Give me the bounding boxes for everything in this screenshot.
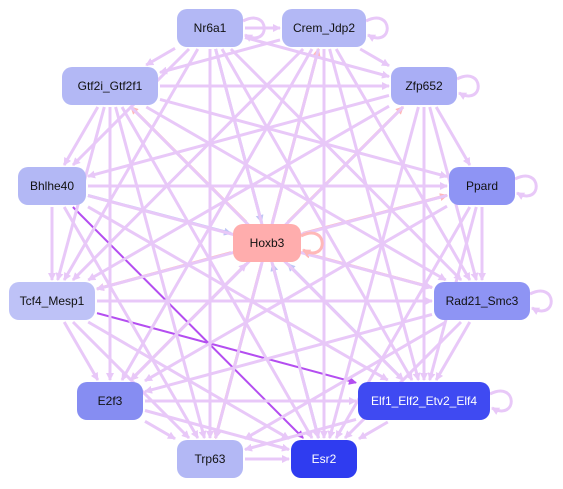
self-loop-nr6a1 bbox=[242, 16, 266, 42]
self-loop-zfp652 bbox=[456, 74, 480, 100]
node-box-hoxb3 bbox=[233, 224, 301, 262]
edge-crem-to-zfp652 bbox=[359, 47, 390, 67]
edge-elf-to-trp63 bbox=[244, 417, 357, 452]
node-ppard[interactable]: Ppard bbox=[449, 167, 515, 205]
edge-nr6a1-to-elf bbox=[220, 48, 414, 381]
node-tcf4[interactable]: Tcf4_Mesp1 bbox=[9, 282, 95, 320]
node-box-ppard bbox=[449, 167, 515, 205]
edge-nr6a1-to-gtf2i bbox=[145, 47, 176, 67]
edge-rad21-to-e2f3 bbox=[144, 312, 433, 394]
node-box-nr6a1 bbox=[177, 9, 243, 47]
self-loop-rad21 bbox=[529, 289, 553, 315]
node-nr6a1[interactable]: Nr6a1 bbox=[177, 9, 243, 47]
edge-ppard-to-e2f3 bbox=[144, 204, 448, 383]
edge-bhlhe40-to-elf bbox=[87, 205, 389, 382]
node-box-crem bbox=[282, 9, 366, 47]
node-label-bhlhe40: Bhlhe40 bbox=[30, 179, 74, 193]
node-label-ppard: Ppard bbox=[466, 179, 498, 193]
node-gtf2i[interactable]: Gtf2i_Gtf2f1 bbox=[62, 67, 158, 105]
node-label-trp63: Trp63 bbox=[195, 452, 226, 466]
node-box-gtf2i bbox=[62, 67, 158, 105]
self-loop-elf bbox=[489, 389, 513, 415]
node-e2f3[interactable]: E2f3 bbox=[77, 382, 143, 420]
node-label-e2f3: E2f3 bbox=[98, 394, 123, 408]
edge-e2f3-to-trp63 bbox=[144, 420, 176, 440]
node-elf[interactable]: Elf1_Elf2_Etv2_Elf4 bbox=[358, 382, 490, 420]
node-zfp652[interactable]: Zfp652 bbox=[391, 67, 457, 105]
self-loop-hoxb3 bbox=[300, 231, 324, 257]
edge-crem-to-gtf2i bbox=[159, 38, 281, 75]
edge-tcf4-to-elf bbox=[96, 312, 357, 385]
self-loops-layer bbox=[242, 16, 553, 415]
node-trp63[interactable]: Trp63 bbox=[177, 440, 243, 478]
node-label-rad21: Rad21_Smc3 bbox=[446, 294, 519, 308]
self-loop-crem bbox=[365, 16, 389, 42]
self-loop-ppard bbox=[514, 174, 538, 200]
node-box-bhlhe40 bbox=[18, 167, 86, 205]
edge-elf-to-esr2 bbox=[358, 420, 389, 440]
node-label-crem: Crem_Jdp2 bbox=[293, 21, 355, 35]
node-label-elf: Elf1_Elf2_Etv2_Elf4 bbox=[371, 394, 477, 408]
node-label-esr2: Esr2 bbox=[312, 452, 337, 466]
node-box-zfp652 bbox=[391, 67, 457, 105]
node-hoxb3[interactable]: Hoxb3 bbox=[233, 224, 301, 262]
node-label-tcf4: Tcf4_Mesp1 bbox=[20, 294, 85, 308]
edge-gtf2i-to-ppard bbox=[159, 97, 448, 179]
edge-rad21-to-trp63 bbox=[244, 320, 447, 440]
node-label-zfp652: Zfp652 bbox=[405, 79, 443, 93]
node-box-rad21 bbox=[434, 282, 530, 320]
node-box-tcf4 bbox=[9, 282, 95, 320]
node-box-elf bbox=[358, 382, 490, 420]
node-label-nr6a1: Nr6a1 bbox=[194, 21, 227, 35]
edge-gtf2i-to-rad21 bbox=[145, 105, 447, 282]
node-box-e2f3 bbox=[77, 382, 143, 420]
edge-tcf4-to-e2f3 bbox=[62, 321, 100, 381]
node-label-hoxb3: Hoxb3 bbox=[250, 236, 285, 250]
node-box-trp63 bbox=[177, 440, 243, 478]
edge-zfp652-to-tcf4 bbox=[87, 104, 390, 282]
edge-crem-to-e2f3 bbox=[120, 48, 314, 381]
node-crem[interactable]: Crem_Jdp2 bbox=[282, 9, 366, 47]
edge-gtf2i-to-bhlhe40 bbox=[62, 106, 100, 166]
node-esr2[interactable]: Esr2 bbox=[291, 440, 357, 478]
edge-zfp652-to-ppard bbox=[434, 106, 472, 166]
node-bhlhe40[interactable]: Bhlhe40 bbox=[18, 167, 86, 205]
node-rad21[interactable]: Rad21_Smc3 bbox=[434, 282, 530, 320]
node-box-esr2 bbox=[291, 440, 357, 478]
edge-gtf2i-to-esr2 bbox=[120, 106, 314, 439]
edge-rad21-to-elf bbox=[434, 321, 472, 381]
edge-zfp652-to-bhlhe40 bbox=[87, 93, 390, 179]
node-label-gtf2i: Gtf2i_Gtf2f1 bbox=[78, 79, 143, 93]
